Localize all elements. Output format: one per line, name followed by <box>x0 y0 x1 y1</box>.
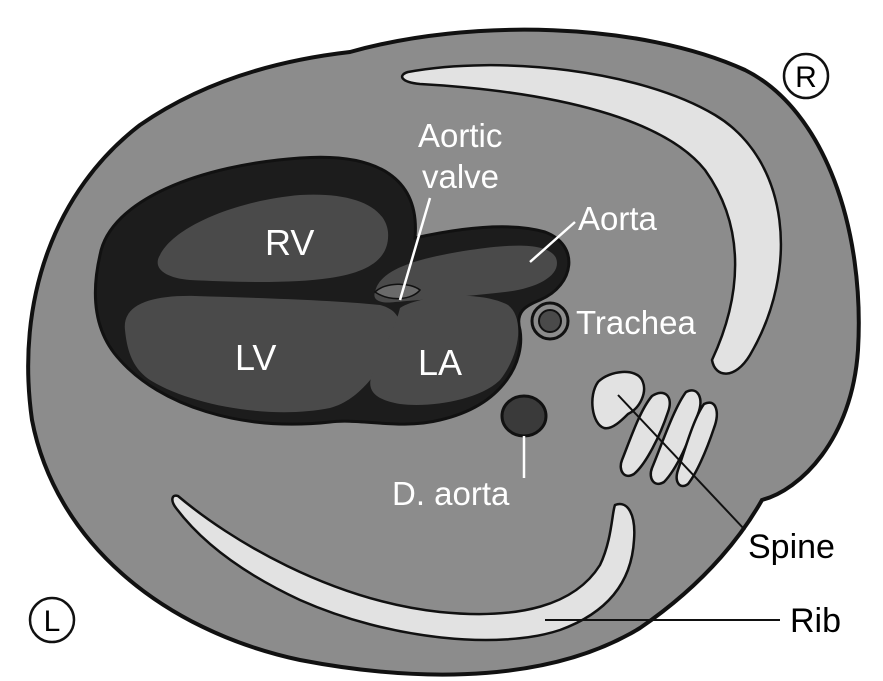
rib-lower <box>171 494 636 642</box>
label-d-aorta: D. aorta <box>392 475 510 512</box>
orientation-left-circle <box>28 596 76 644</box>
label-trachea: Trachea <box>576 304 696 341</box>
orientation-right-letter: R <box>795 61 817 94</box>
label-aorta: Aorta <box>578 200 658 237</box>
leader-aorta <box>529 221 576 263</box>
leader-aortic-valve <box>398 197 432 301</box>
orientation-left-marker: L <box>28 596 76 644</box>
rib-right <box>400 63 783 375</box>
orientation-right-circle <box>782 52 830 100</box>
descending-aorta-shape <box>500 394 548 438</box>
label-la: LA <box>418 342 462 383</box>
leader-spine <box>617 394 746 531</box>
orientation-left-letter: L <box>44 605 61 638</box>
aorta-chamber <box>374 245 557 303</box>
la-chamber <box>370 295 519 405</box>
label-rv: RV <box>265 222 314 263</box>
rv-chamber <box>157 194 389 282</box>
lv-chamber <box>124 295 400 413</box>
orientation-right-marker: R <box>782 52 830 100</box>
label-rib: Rib <box>790 602 841 640</box>
spine-process-1 <box>619 391 671 477</box>
spine-body <box>591 370 646 430</box>
label-aortic-valve-line1: Aortic <box>418 117 502 154</box>
spine-process-2 <box>649 389 702 485</box>
aortic-valve-leaflet <box>373 283 422 300</box>
label-spine: Spine <box>748 528 835 566</box>
trachea-lumen <box>538 309 562 333</box>
spine-process-3 <box>675 401 718 488</box>
label-aortic-valve-line2: valve <box>422 158 499 195</box>
label-lv: LV <box>235 337 276 378</box>
